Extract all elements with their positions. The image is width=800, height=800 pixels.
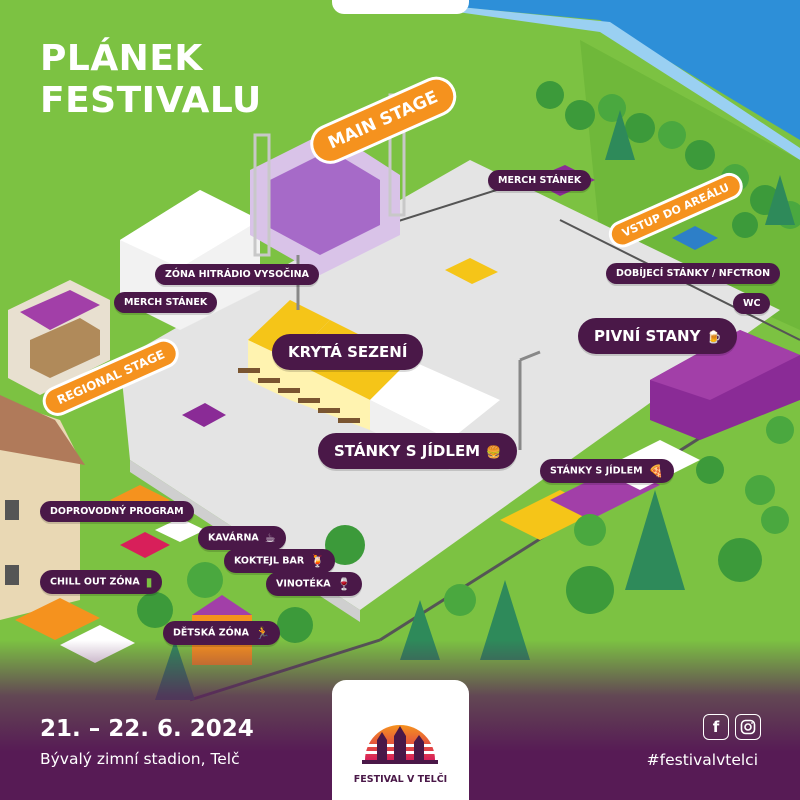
event-place: Bývalý zimní stadion, Telč <box>40 750 240 768</box>
logo-name: FESTIVAL V TELČI <box>353 774 448 785</box>
facebook-icon[interactable]: f <box>703 714 729 740</box>
label-doprovodny: DOPROVODNÝ PROGRAM <box>40 501 194 522</box>
house-window <box>5 565 19 585</box>
label-detska-text: DĚTSKÁ ZÓNA <box>173 627 249 639</box>
instagram-glyph <box>740 719 756 735</box>
house-roof <box>0 395 85 465</box>
gazebo-purple <box>182 403 226 427</box>
festival-logo <box>362 725 438 764</box>
chill-tent <box>15 598 100 640</box>
label-wc: WC <box>733 293 771 314</box>
pizza-icon: 🍕 <box>648 464 664 478</box>
title-line-1: PLÁNEK <box>40 38 203 79</box>
label-kavarna: KAVÁRNA ☕ <box>198 526 286 550</box>
wine-icon: 🍷 <box>336 577 352 591</box>
map-title: PLÁNEK FESTIVALU <box>40 38 262 122</box>
label-merch-top: MERCH STÁNEK <box>488 170 592 191</box>
instagram-icon[interactable] <box>735 714 761 740</box>
label-koktejl-text: KOKTEJL BAR <box>234 555 305 567</box>
benches <box>238 368 360 423</box>
river <box>380 0 800 140</box>
label-stanky-small-text: STÁNKY S JÍDLEM <box>550 465 643 477</box>
runner-icon: 🏃 <box>255 626 270 640</box>
festival-logo-card: FESTIVAL V TELČI <box>332 680 469 800</box>
event-hashtag: #festivalvtelci <box>646 751 758 769</box>
tent-white-small <box>155 518 205 542</box>
label-vinoteka-text: VINOTÉKA <box>276 578 331 590</box>
gazebo-yellow <box>445 258 498 284</box>
label-stanky-jidlem: STÁNKY S JÍDLEM 🍔 <box>318 433 518 469</box>
beer-icon: 🍺 <box>706 329 722 344</box>
label-pivni-stany: PIVNÍ STANY 🍺 <box>578 318 738 354</box>
stage-truss-left <box>253 133 271 257</box>
main-stage-floor <box>270 150 380 255</box>
burger-icon: 🍔 <box>486 444 502 459</box>
gazebo-blue <box>672 226 718 250</box>
label-chillout-text: CHILL OUT ZÓNA <box>50 576 140 588</box>
label-kavarna-text: KAVÁRNA <box>208 532 259 544</box>
event-date: 21. – 22. 6. 2024 <box>40 716 254 742</box>
house-window <box>5 500 19 520</box>
label-zona-hitradio: ZÓNA HITRÁDIO VYSOČINA <box>155 264 319 285</box>
label-kryta-sezeni: KRYTÁ SEZENÍ <box>272 334 424 370</box>
title-line-2: FESTIVALU <box>40 80 262 121</box>
bouncy-castle-roof <box>192 595 252 615</box>
beer-tent-roof <box>650 330 800 400</box>
tent-yellow-1 <box>248 300 330 360</box>
top-tab <box>332 0 469 14</box>
white-building-roof <box>120 190 260 268</box>
coffee-icon: ☕ <box>264 531 276 545</box>
tent-red <box>120 532 170 558</box>
label-stanky-small: STÁNKY S JÍDLEM 🍕 <box>540 459 674 483</box>
regional-stage-roof <box>20 290 100 330</box>
grass-dark <box>580 40 800 330</box>
label-pivni-text: PIVNÍ STANY <box>594 327 701 345</box>
label-merch-left: MERCH STÁNEK <box>114 292 218 313</box>
label-koktejl: KOKTEJL BAR 🍹 <box>224 549 336 573</box>
regional-stage-floor <box>30 318 100 378</box>
lamp-post-arm <box>519 350 541 362</box>
battery-icon: ▮ <box>145 575 153 589</box>
cocktail-icon: 🍹 <box>310 554 326 568</box>
label-chillout: CHILL OUT ZÓNA ▮ <box>40 570 163 594</box>
label-dobijeci: DOBÍJECÍ STÁNKY / NFCTRON <box>606 263 781 284</box>
tent-white <box>370 360 500 440</box>
label-vinoteka: VINOTÉKA 🍷 <box>266 572 362 596</box>
tent-yellow-2-side <box>290 360 370 430</box>
label-stanky-big-text: STÁNKY S JÍDLEM <box>334 442 481 460</box>
